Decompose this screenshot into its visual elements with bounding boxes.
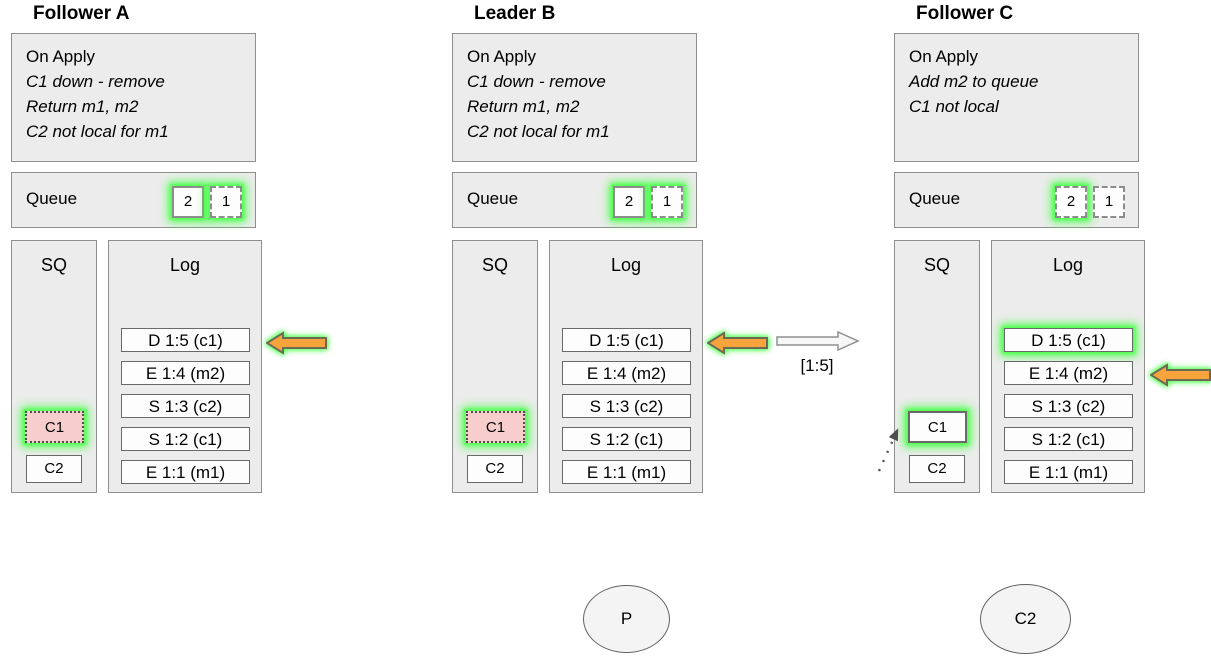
sq-item-c2: C2 xyxy=(467,455,523,483)
on-apply-header: On Apply xyxy=(467,47,536,66)
log-box: Log D 1:5 (c1) E 1:4 (m2) S 1:3 (c2) S 1… xyxy=(991,240,1145,493)
sq-box: SQ C1 C2 xyxy=(894,240,980,493)
on-apply-line: Add m2 to queue xyxy=(909,72,1039,91)
on-apply-line: Return m1, m2 xyxy=(467,97,580,116)
dotted-arrow-to-c1-icon xyxy=(877,428,899,472)
log-entry: E 1:1 (m1) xyxy=(121,460,250,484)
queue-box: Queue 2 1 xyxy=(894,172,1139,228)
replication-right-arrow-icon xyxy=(776,330,860,352)
queue-item-2: 2 xyxy=(1055,186,1087,218)
on-apply-box: On Apply C1 down - remove Return m1, m2 … xyxy=(11,33,256,162)
on-apply-header: On Apply xyxy=(909,47,978,66)
queue-label: Queue xyxy=(909,189,961,208)
column-title: Follower C xyxy=(916,3,1014,24)
replication-range-label: [1:5] xyxy=(800,356,834,375)
log-box: Log D 1:5 (c1) E 1:4 (m2) S 1:3 (c2) S 1… xyxy=(549,240,703,493)
apply-pointer-left-arrow-icon xyxy=(1150,363,1211,387)
log-entry: E 1:4 (m2) xyxy=(562,361,691,385)
log-header: Log xyxy=(610,255,642,275)
node-label: C2 xyxy=(1014,609,1037,628)
column-follower-a: Follower A On Apply C1 down - remove Ret… xyxy=(11,0,262,666)
on-apply-box: On Apply Add m2 to queue C1 not local xyxy=(894,33,1139,162)
sq-item-c2: C2 xyxy=(26,455,82,483)
log-entry: S 1:3 (c2) xyxy=(1004,394,1133,418)
sq-header: SQ xyxy=(923,255,950,275)
apply-pointer-left-arrow-icon xyxy=(266,331,327,355)
queue-item-1: 1 xyxy=(210,186,242,218)
sq-box: SQ C1 C2 xyxy=(452,240,538,493)
queue-label: Queue xyxy=(467,189,519,208)
sq-box: SQ C1 C2 xyxy=(11,240,97,493)
column-leader-b: Leader B On Apply C1 down - remove Retur… xyxy=(452,0,703,666)
queue-item-1: 1 xyxy=(651,186,683,218)
sq-item-c1: C1 xyxy=(466,411,525,443)
log-header: Log xyxy=(1052,255,1084,275)
queue-label: Queue xyxy=(26,189,78,208)
column-follower-c: Follower C On Apply Add m2 to queue C1 n… xyxy=(894,0,1145,666)
log-entry: D 1:5 (c1) xyxy=(121,328,250,352)
sq-header: SQ xyxy=(481,255,508,275)
queue-item-2: 2 xyxy=(613,186,645,218)
queue-box: Queue 2 1 xyxy=(452,172,697,228)
log-entry: S 1:2 (c1) xyxy=(121,427,250,451)
log-entry: S 1:2 (c1) xyxy=(1004,427,1133,451)
queue-box: Queue 2 1 xyxy=(11,172,256,228)
node-p: P xyxy=(583,585,670,653)
log-entry: S 1:2 (c1) xyxy=(562,427,691,451)
on-apply-header: On Apply xyxy=(26,47,95,66)
log-entry: S 1:3 (c2) xyxy=(121,394,250,418)
on-apply-line: C2 not local for m1 xyxy=(467,122,610,141)
sq-item-c1: C1 xyxy=(908,411,967,443)
node-label: P xyxy=(620,609,633,628)
sq-header: SQ xyxy=(40,255,67,275)
on-apply-box: On Apply C1 down - remove Return m1, m2 … xyxy=(452,33,697,162)
queue-item-2: 2 xyxy=(172,186,204,218)
log-entry: E 1:1 (m1) xyxy=(562,460,691,484)
on-apply-line: C1 down - remove xyxy=(26,72,165,91)
column-title: Follower A xyxy=(33,3,130,24)
sq-item-c1: C1 xyxy=(25,411,84,443)
log-box: Log D 1:5 (c1) E 1:4 (m2) S 1:3 (c2) S 1… xyxy=(108,240,262,493)
log-entry: D 1:5 (c1) xyxy=(1004,328,1133,352)
queue-item-1: 1 xyxy=(1093,186,1125,218)
log-entry: E 1:1 (m1) xyxy=(1004,460,1133,484)
log-entry: S 1:3 (c2) xyxy=(562,394,691,418)
on-apply-line: C1 not local xyxy=(909,97,999,116)
log-entry: E 1:4 (m2) xyxy=(1004,361,1133,385)
column-title: Leader B xyxy=(474,3,556,24)
node-c2: C2 xyxy=(980,584,1071,654)
sq-item-c2: C2 xyxy=(909,455,965,483)
apply-pointer-left-arrow-icon xyxy=(707,331,768,355)
log-header: Log xyxy=(169,255,201,275)
log-entry: D 1:5 (c1) xyxy=(562,328,691,352)
log-entry: E 1:4 (m2) xyxy=(121,361,250,385)
on-apply-line: C1 down - remove xyxy=(467,72,606,91)
on-apply-line: C2 not local for m1 xyxy=(26,122,169,141)
on-apply-line: Return m1, m2 xyxy=(26,97,139,116)
